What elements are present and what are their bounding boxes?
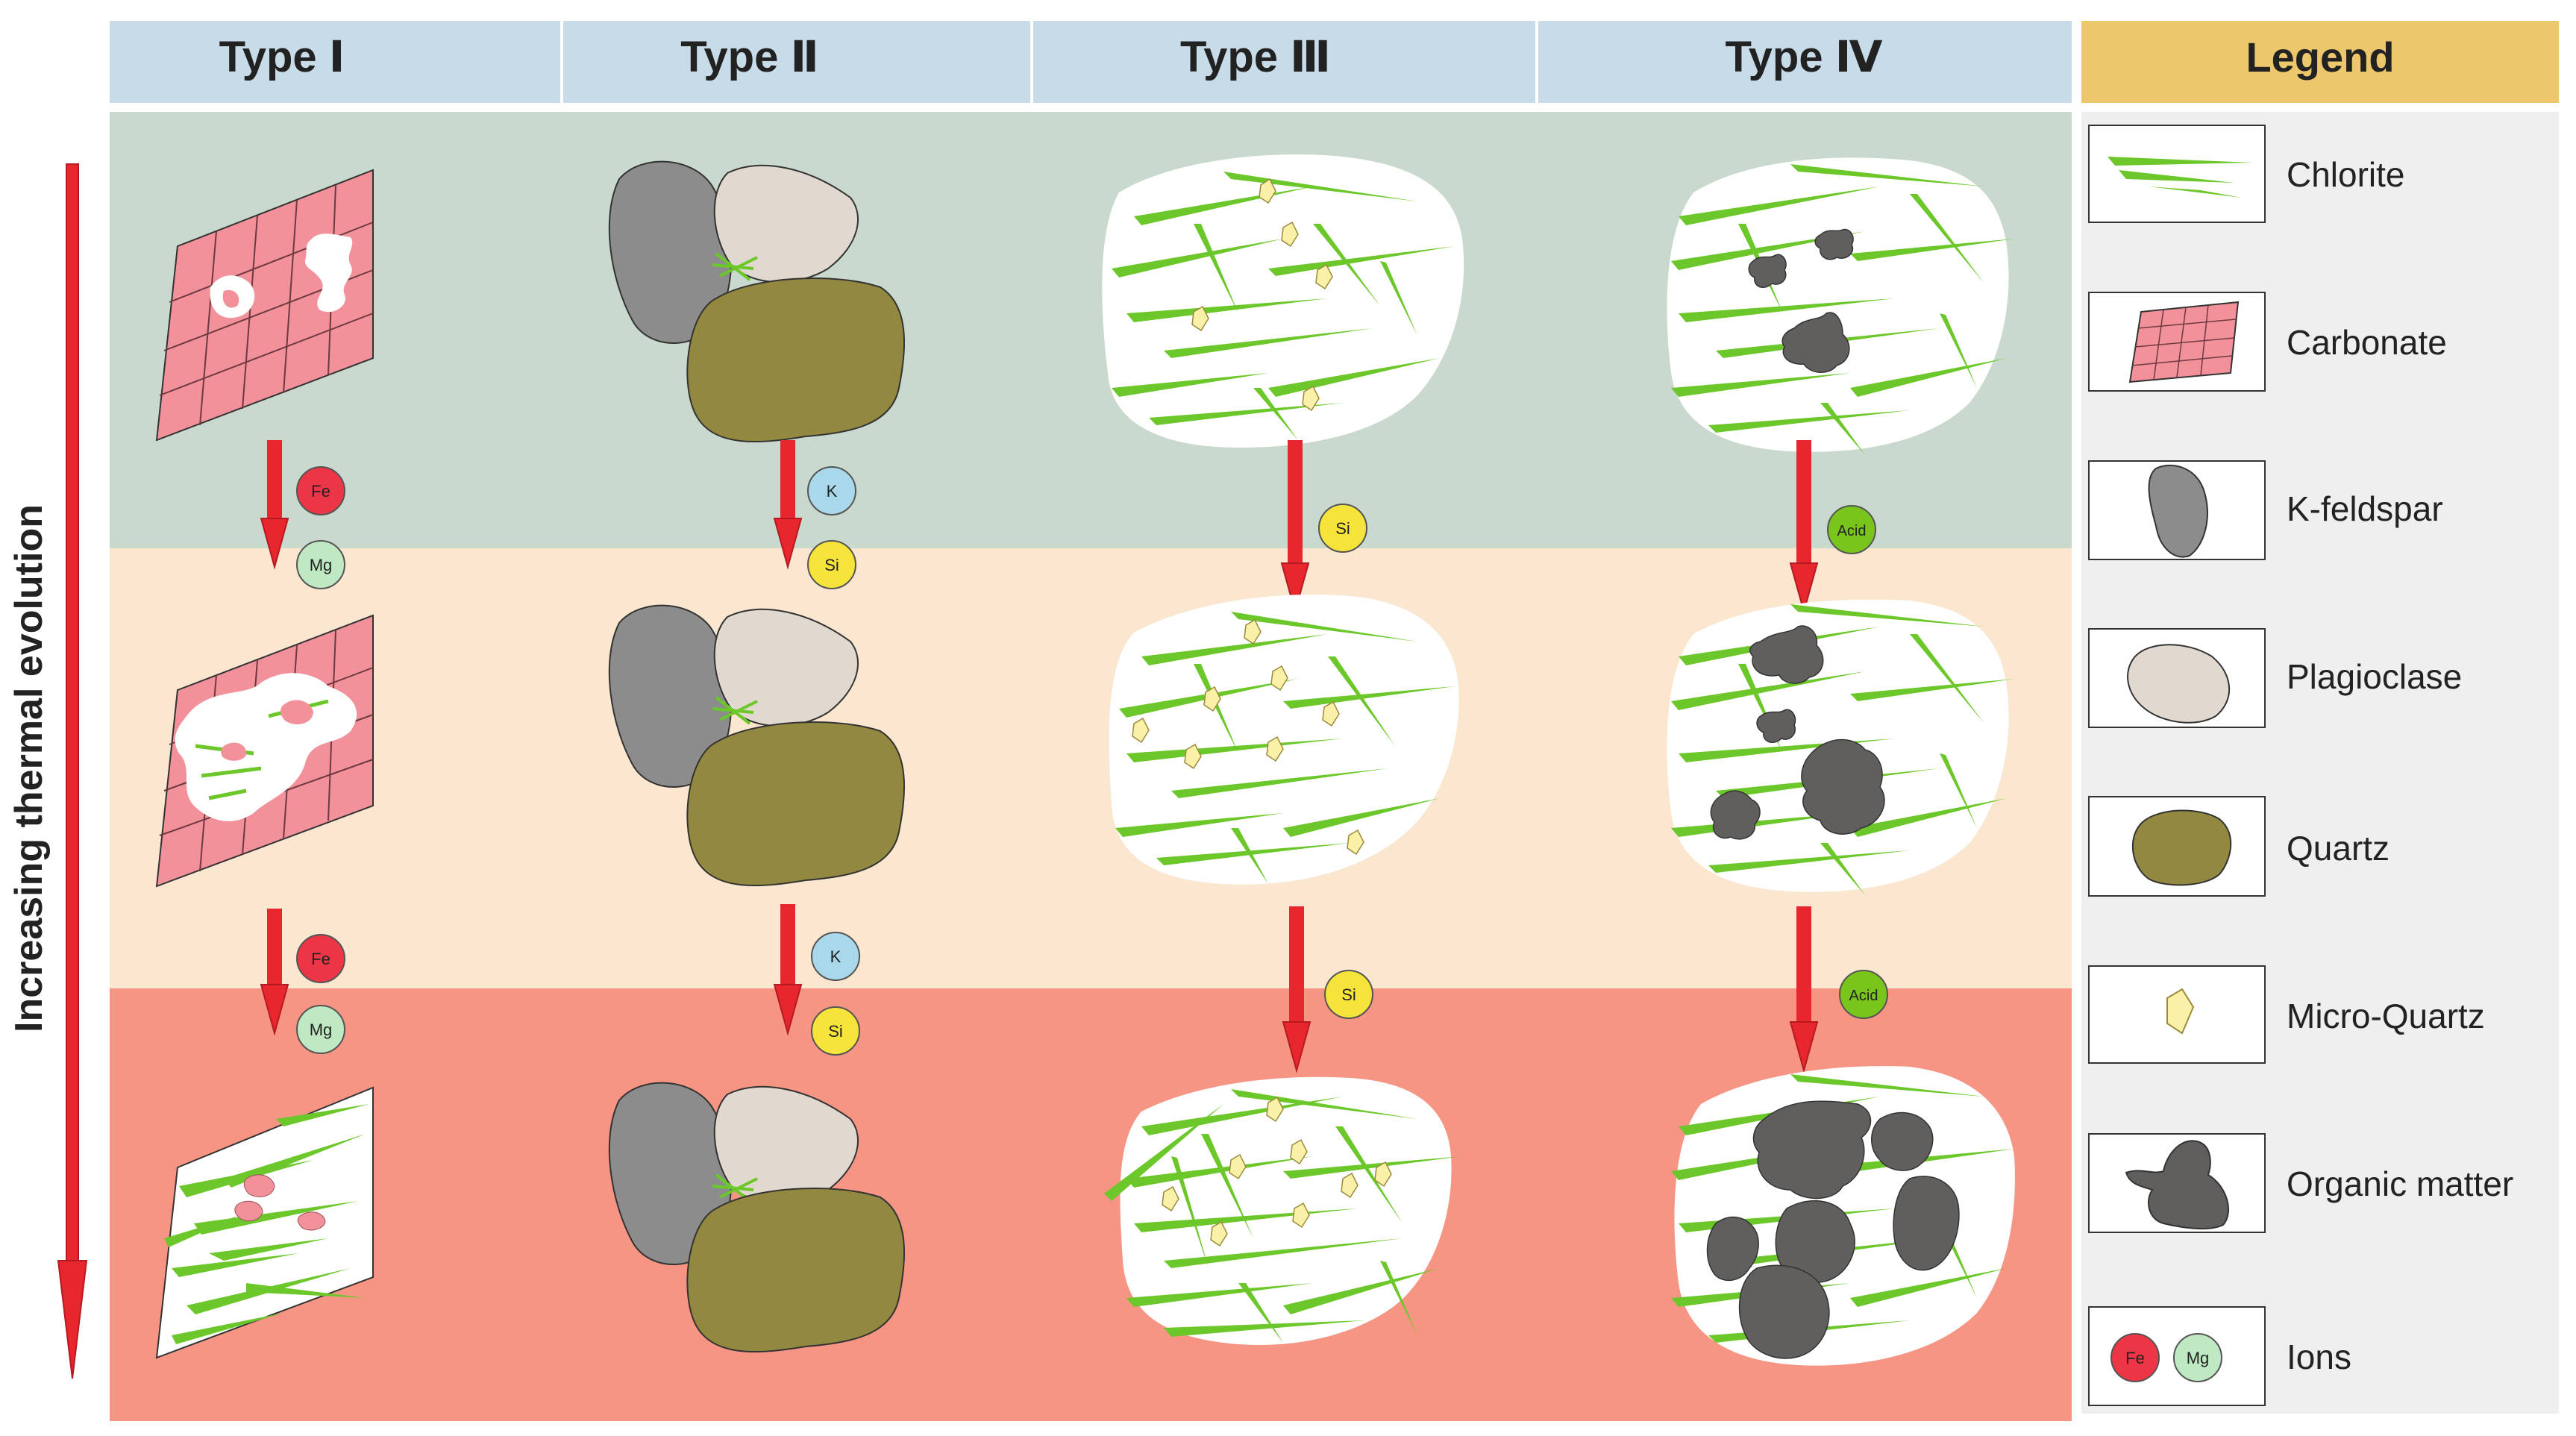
k-ion (807, 466, 856, 515)
header-type-2: Type Ⅱ (680, 33, 818, 81)
legend-item-organic-matter: Organic matter (2088, 1133, 2513, 1233)
legend-item-micro-quartz: Micro-Quartz (2088, 965, 2485, 1064)
type2-grains-middle (608, 604, 906, 887)
legend-label-carbonate: Carbonate (2287, 323, 2447, 362)
acid-ion (1839, 970, 1888, 1019)
legend-label-ions: Ions (2287, 1338, 2351, 1376)
header-type-1: Type Ⅰ (219, 33, 345, 81)
fe-ion (296, 934, 345, 983)
legend-label-k-feldspar: K-feldspar (2287, 489, 2443, 528)
type3-chlorite-micro-quartz-middle (1109, 595, 1459, 885)
header-type-3: Type Ⅲ (1180, 33, 1331, 81)
column-type-2: K Si K Si (608, 160, 906, 1353)
type2-grains-early (608, 160, 906, 443)
legend-label-quartz: Quartz (2287, 829, 2389, 868)
acid-ion-label: Acid (1837, 523, 1867, 539)
si-ion-label: Si (1341, 985, 1356, 1004)
type2-grains-late (608, 1082, 906, 1353)
type4-chlorite-organic-early (1667, 157, 2014, 455)
fe-ion-label: Fe (311, 950, 330, 968)
chlorite-icon (2108, 157, 2253, 198)
axis-arrowhead (57, 1260, 88, 1379)
header-row: Type Ⅰ Type Ⅱ Type Ⅲ Type Ⅳ (110, 21, 2072, 103)
mg-ion (296, 540, 345, 589)
header-type-4: Type Ⅳ (1726, 33, 1883, 81)
type1-chlorite-late (155, 1086, 374, 1359)
legend-item-quartz: Quartz (2088, 796, 2389, 897)
carbonate-icon (2128, 301, 2240, 383)
legend-title: Legend (2246, 34, 2394, 81)
k-ion-label: K (827, 482, 838, 501)
legend-fe-ion-label: Fe (2125, 1349, 2145, 1367)
type3-chlorite-micro-quartz-late (1104, 1076, 1462, 1345)
column-type-1: Fe Mg (155, 169, 374, 1359)
si-ion-label: Si (828, 1022, 843, 1041)
acid-ion (1827, 505, 1876, 554)
legend-label-micro-quartz: Micro-Quartz (2287, 997, 2485, 1035)
legend-item-plagioclase: Plagioclase (2088, 628, 2462, 728)
legend-item-chlorite: Chlorite (2088, 125, 2405, 223)
type1-carbonate-middle (155, 614, 374, 888)
plagioclase-icon (2127, 644, 2231, 724)
si-ion-label: Si (824, 556, 839, 574)
legend-header (2081, 21, 2559, 103)
acid-ion-label: Acid (1849, 988, 1878, 1004)
legend-label-chlorite: Chlorite (2287, 155, 2405, 194)
legend-item-k-feldspar: K-feldspar (2088, 460, 2443, 560)
legend-label-plagioclase: Plagioclase (2287, 657, 2462, 696)
axis-label: Increasing thermal evolution (7, 504, 51, 1032)
type3-chlorite-micro-quartz-early (1102, 154, 1464, 448)
legend-label-organic-matter: Organic matter (2287, 1164, 2513, 1203)
k-feldspar-icon (2148, 464, 2208, 558)
legend-item-ions: Fe Mg Ions (2088, 1306, 2351, 1406)
column-type-4: Acid (1667, 157, 2015, 1366)
si-ion (1318, 504, 1367, 553)
quartz-icon (2131, 809, 2232, 886)
legend-mg-ion-label: Mg (2187, 1349, 2210, 1367)
column-type-3: Si (1102, 154, 1464, 1345)
k-ion (811, 932, 860, 981)
type4-chlorite-organic-middle (1667, 599, 2014, 895)
mg-ion-label: Mg (310, 1020, 333, 1039)
ions-icon: Fe Mg (2110, 1333, 2222, 1382)
organic-matter-icon (2125, 1140, 2230, 1230)
type4-chlorite-organic-late (1671, 1066, 2015, 1366)
legend-panel: Legend Chlorite Carbonate (2081, 21, 2559, 1414)
fe-ion (296, 466, 345, 515)
mg-ion-label: Mg (310, 556, 333, 574)
header-background (110, 21, 2072, 103)
type1-carbonate-early (155, 169, 374, 442)
si-ion (807, 540, 856, 589)
legend-item-carbonate: Carbonate (2088, 292, 2447, 392)
k-ion-label: K (830, 947, 842, 966)
mg-ion (296, 1005, 345, 1054)
thermal-evolution-axis: Increasing thermal evolution (7, 163, 88, 1379)
si-ion (1324, 970, 1373, 1019)
si-ion-label: Si (1335, 519, 1350, 538)
fe-ion-label: Fe (311, 482, 330, 501)
micro-quartz-icon (2166, 988, 2195, 1035)
si-ion (811, 1006, 860, 1056)
